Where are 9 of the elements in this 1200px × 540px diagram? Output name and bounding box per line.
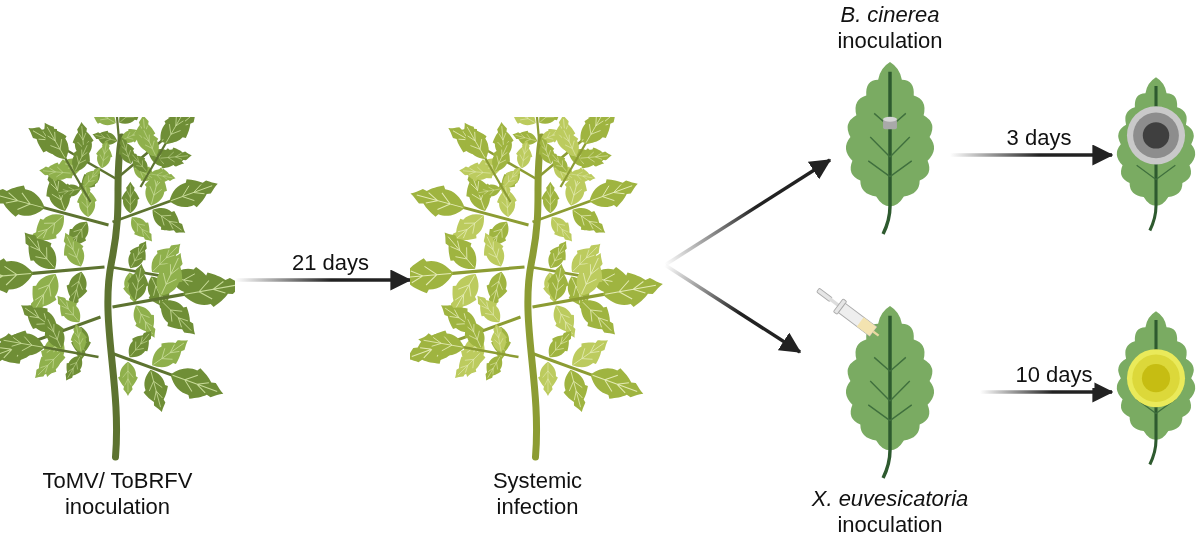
- arrow: [664, 263, 802, 354]
- node-label: ToMV/ ToBRFV inoculation: [41, 468, 194, 520]
- node-label: Systemic infection: [491, 468, 584, 520]
- node-label: B. cinerea inoculation: [836, 2, 944, 54]
- arrow: [980, 381, 1114, 403]
- node-label: X. euvesicatoria inoculation: [810, 486, 970, 538]
- arrow: [950, 144, 1114, 166]
- arrow: [235, 269, 412, 291]
- arrow: [664, 158, 832, 267]
